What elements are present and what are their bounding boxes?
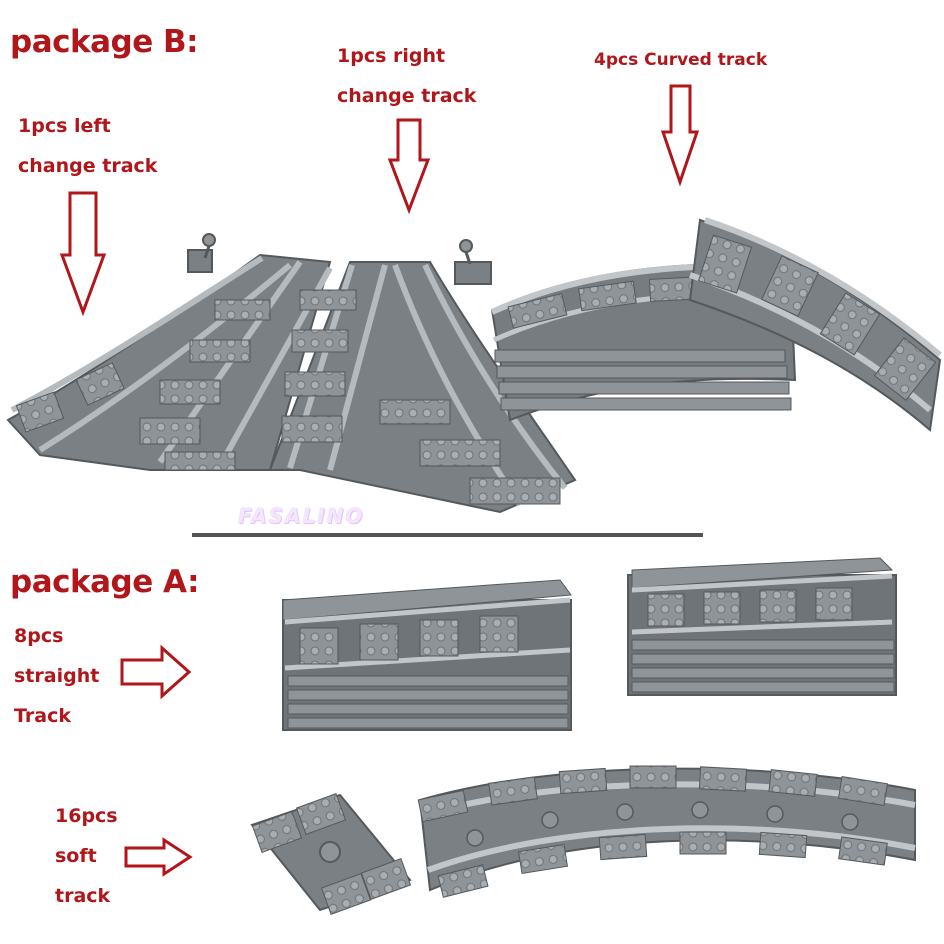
section-divider	[192, 533, 703, 537]
curved-track-label: 4pcs Curved track	[594, 50, 768, 70]
straight-track-label: 8pcs straight Track	[14, 616, 99, 736]
package-a-title: package A:	[10, 564, 200, 600]
right-switch-track	[268, 239, 577, 514]
straight-name: straight	[14, 665, 100, 687]
left-change-label: 1pcs left change track	[18, 106, 157, 186]
soft-qty: 16pcs	[55, 805, 118, 827]
arrow-down-icon-left	[59, 191, 107, 317]
arrow-down-icon-curved	[660, 84, 700, 187]
right-change-qty: 1pcs right	[337, 45, 446, 67]
right-change-name: change track	[337, 85, 477, 107]
soft-name: soft	[55, 845, 97, 867]
straight-track-stack-2	[627, 557, 897, 696]
package-b-title: package B:	[10, 24, 199, 60]
arrow-right-icon-soft	[124, 837, 193, 877]
soft-track-label: 16pcs soft track	[55, 796, 118, 916]
straight-track-stack-1	[282, 579, 572, 731]
arrow-right-icon-straight	[120, 644, 192, 700]
watermark-fasalino: FASALINO	[238, 504, 365, 528]
arrow-down-icon-right	[387, 118, 431, 215]
curved-track-stack	[490, 217, 942, 432]
soft-unit: track	[55, 885, 111, 907]
soft-track-piece	[250, 793, 412, 915]
left-switch-track	[6, 233, 333, 471]
right-change-label: 1pcs right change track	[337, 36, 476, 116]
left-change-name: change track	[18, 155, 158, 177]
straight-qty: 8pcs	[14, 625, 64, 647]
left-change-qty: 1pcs left	[18, 115, 111, 137]
straight-unit: Track	[14, 705, 71, 727]
soft-track-curve	[417, 765, 916, 898]
